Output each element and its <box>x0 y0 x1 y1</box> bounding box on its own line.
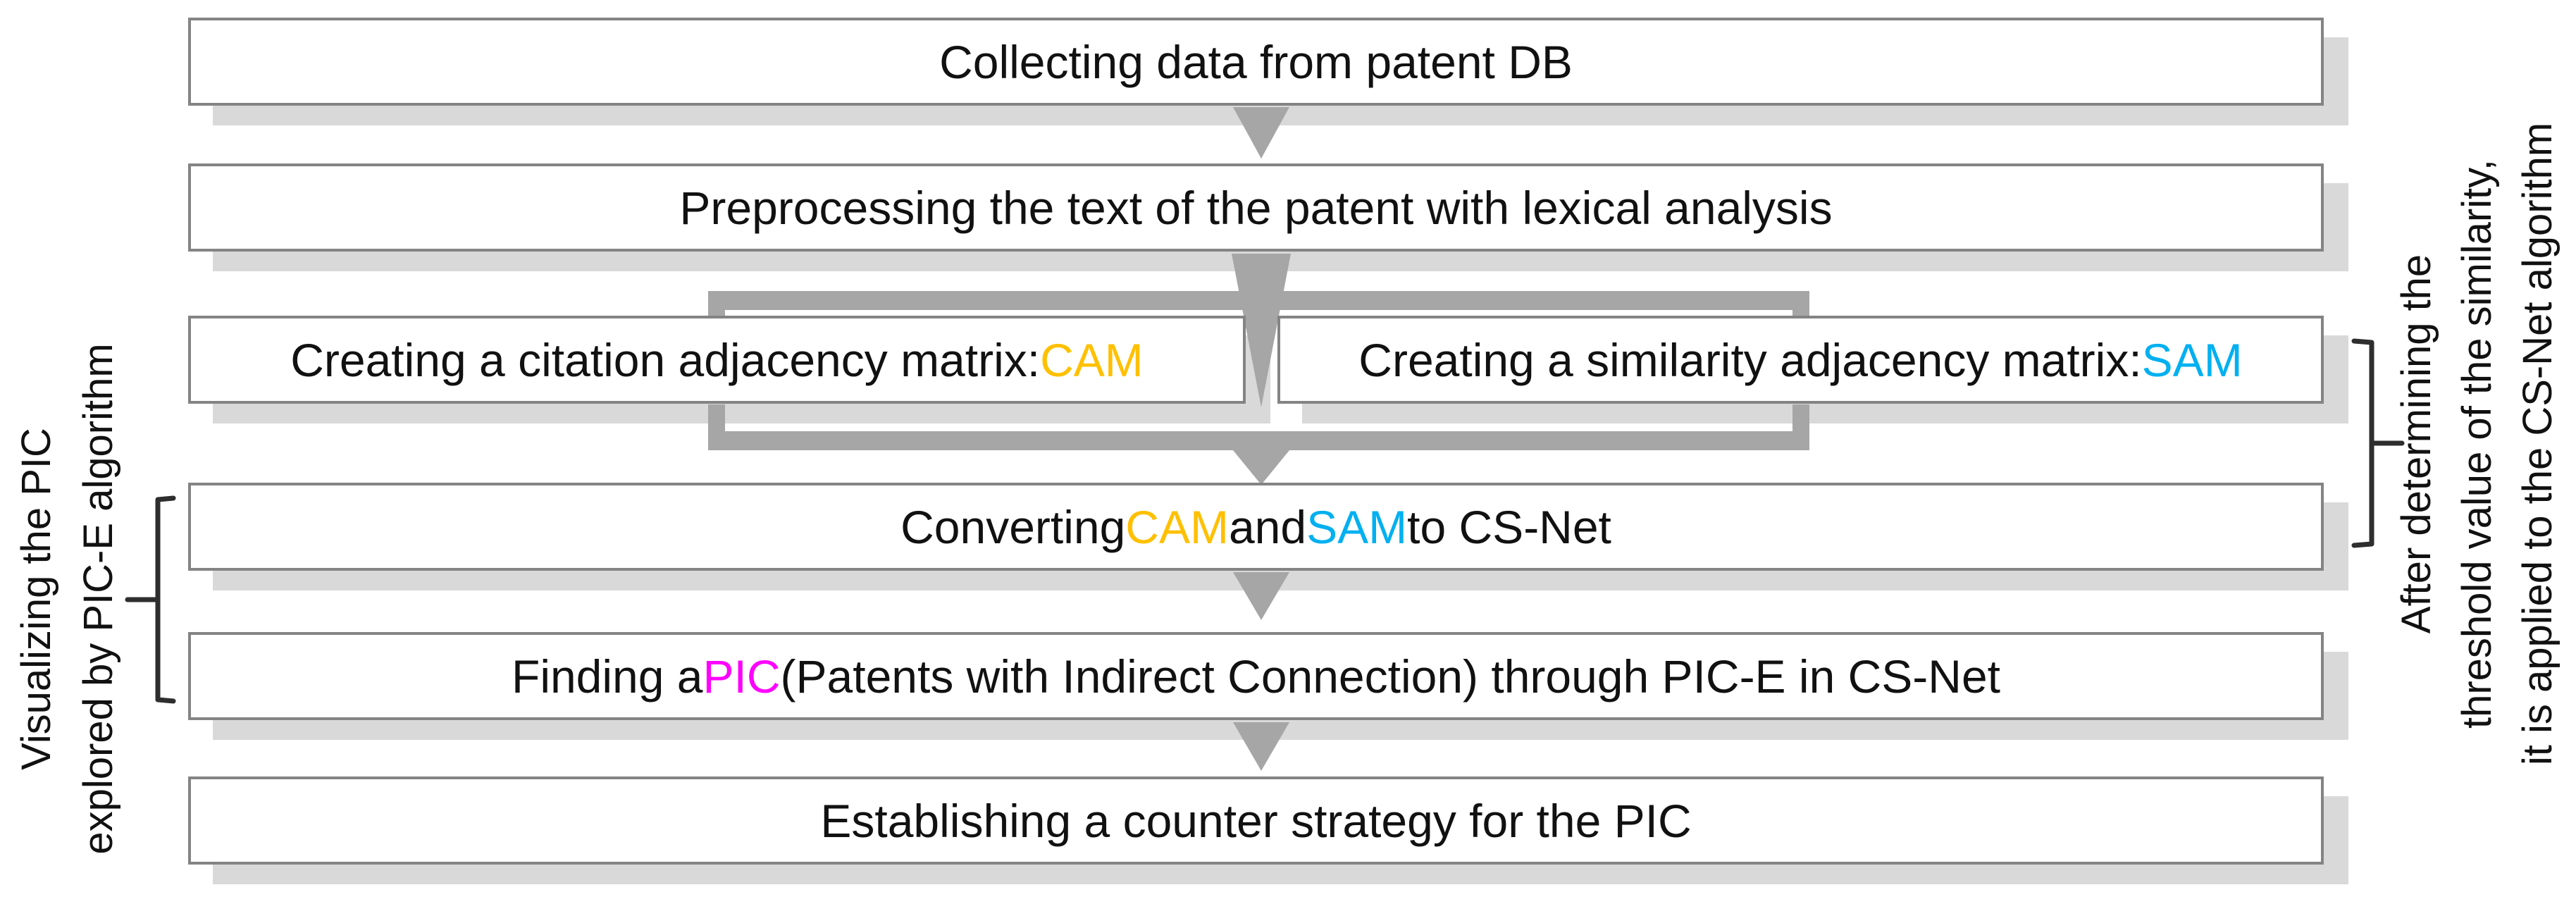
down-arrow-icon <box>1233 572 1289 620</box>
merge-bar <box>708 431 1809 450</box>
down-arrow-icon <box>1233 722 1289 771</box>
step-box-citation-matrix-cam: Creating a citation adjacency matrix: CA… <box>188 316 1246 404</box>
left-brace <box>125 495 176 704</box>
branch-leg-right <box>1792 291 1809 316</box>
merge-leg-left <box>708 404 725 433</box>
step-box-preprocessing: Preprocessing the text of the patent wit… <box>188 163 2324 252</box>
merge-arrow-icon <box>1233 450 1289 485</box>
right-brace <box>2351 338 2405 548</box>
merge-leg-right <box>1792 404 1809 433</box>
step-box-counter-strategy: Establishing a counter strategy for the … <box>188 776 2324 865</box>
down-arrow-icon <box>1233 107 1289 159</box>
step-box-finding-pic: Finding a PIC (Patents with Indirect Con… <box>188 632 2324 720</box>
branch-bar <box>708 291 1809 310</box>
step-box-collecting-data: Collecting data from patent DB <box>188 18 2324 106</box>
step-box-converting-to-csnet: Converting CAM and SAM to CS-Net <box>188 483 2324 571</box>
branch-leg-left <box>708 291 725 316</box>
step-box-similarity-matrix-sam: Creating a similarity adjacency matrix: … <box>1277 316 2324 404</box>
